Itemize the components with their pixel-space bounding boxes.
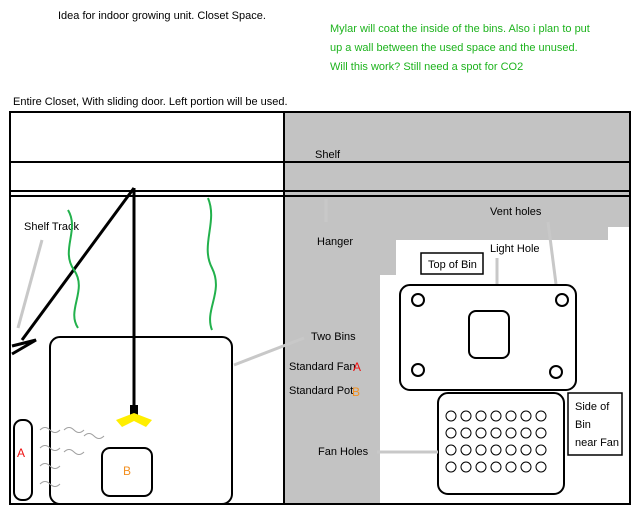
fan-hole (505, 427, 517, 439)
closet-caption: Entire Closet, With sliding door. Left p… (13, 96, 288, 108)
fan-hole (490, 461, 502, 473)
grow-bin-front (49, 336, 233, 505)
fan-hole (475, 427, 487, 439)
light-fixture (130, 405, 138, 415)
light-glow (116, 413, 152, 427)
fan-hole (460, 410, 472, 422)
fan-hole (445, 444, 457, 456)
fan-hole (490, 410, 502, 422)
shelf-track-pointer (16, 239, 44, 329)
fan-hole (520, 444, 532, 456)
fan-hole (460, 461, 472, 473)
light-hole-label: Light Hole (490, 243, 540, 255)
vent-hole (549, 365, 563, 379)
vent-hole (555, 293, 569, 307)
shelf-label: Shelf (315, 149, 341, 161)
fan-hole (520, 427, 532, 439)
fan-hole (505, 410, 517, 422)
fan-hole (445, 461, 457, 473)
fan-hole (460, 444, 472, 456)
plant-right (206, 197, 217, 331)
fan-hole (475, 461, 487, 473)
fan-a (13, 419, 33, 501)
fan-hole (535, 461, 547, 473)
standard-fan-key: A (353, 360, 361, 374)
side-of-bin-line-3: near Fan (575, 437, 619, 449)
standard-fan-label: Standard Fan (289, 361, 356, 373)
pot-b (101, 447, 153, 497)
pot-b-label: B (123, 464, 131, 478)
fan-hole-grid (445, 410, 547, 473)
airflow-lines (39, 427, 105, 487)
vent-hole (411, 293, 425, 307)
fan-hole (475, 410, 487, 422)
shelf-track-bracket (11, 338, 37, 356)
fan-holes-label: Fan Holes (318, 446, 369, 458)
closet-outline (9, 111, 631, 505)
shelf-track-diagonal (20, 187, 136, 341)
fan-hole (445, 427, 457, 439)
bin-side-view (437, 392, 565, 495)
fan-hole (445, 410, 457, 422)
fan-hole (490, 427, 502, 439)
fan-hole (520, 461, 532, 473)
vent-holes-pointer (546, 221, 558, 285)
fan-hole (460, 427, 472, 439)
top-of-bin-label: Top of Bin (428, 259, 477, 271)
fan-hole (535, 427, 547, 439)
shelf-track-label: Shelf Track (24, 221, 80, 233)
fan-hole (490, 444, 502, 456)
side-of-bin-line-2: Bin (575, 419, 591, 431)
fan-hole (505, 444, 517, 456)
diagram-title: Idea for indoor growing unit. Closet Spa… (58, 10, 266, 22)
vent-hole (411, 363, 425, 377)
side-of-bin-line-1: Side of (575, 401, 610, 413)
standard-pot-label: Standard Pot (289, 385, 353, 397)
standard-pot-key: B (352, 385, 360, 399)
top-of-bin-box (420, 252, 484, 275)
fan-hole (535, 410, 547, 422)
note-line-3: Will this work? Still need a spot for CO… (330, 61, 523, 73)
note-line-1: Mylar will coat the inside of the bins. … (330, 23, 590, 35)
plant-left (67, 209, 80, 329)
fan-a-label: A (17, 446, 25, 460)
light-hole (468, 310, 510, 359)
fan-hole (535, 444, 547, 456)
hanger-label: Hanger (317, 236, 353, 248)
fan-hole (505, 461, 517, 473)
fan-hole (520, 410, 532, 422)
two-bins-pointer (233, 336, 305, 367)
side-of-bin-box (567, 392, 623, 456)
note-line-2: up a wall between the used space and the… (330, 42, 578, 54)
fan-hole (475, 444, 487, 456)
vent-holes-label: Vent holes (490, 206, 542, 218)
two-bins-label: Two Bins (311, 331, 356, 343)
